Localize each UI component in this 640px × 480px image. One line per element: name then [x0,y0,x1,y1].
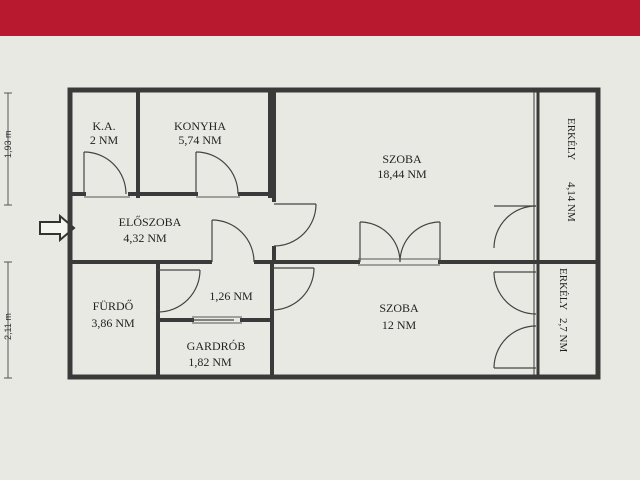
room-name-konyha: KONYHA [174,119,226,133]
dimension-lower-label: 2,11 m [3,313,13,340]
room-area-erkely-1: 4,14 NM [565,182,577,222]
room-area-furdo: 3,86 NM [91,316,135,330]
thresholds [84,196,440,324]
room-name-eloszoba: ELŐSZOBA [119,215,182,229]
room-area-szoba-2: 12 NM [382,318,417,332]
room-area-erkely-2: 2,7 NM [557,318,569,352]
doors [83,151,537,369]
floor-plan-paper [0,36,640,480]
dimension-upper-label: 1,93 m [3,130,13,158]
room-area-szoba-1: 18,44 NM [377,167,427,181]
room-name-furdo: FÜRDŐ [93,299,134,313]
walls [67,87,601,380]
room-area-gardrob: 1,82 NM [188,355,232,369]
room-area-hall: 1,26 NM [209,289,253,303]
room-area-konyha: 5,74 NM [178,133,222,147]
entrance-arrow-icon [39,213,76,243]
room-name-gardrob: GARDRÓB [187,339,246,353]
room-area-ka: 2 NM [90,133,119,147]
room-name-erkely-2: ERKÉLY [557,268,569,310]
room-labels: K.A. 2 NM KONYHA 5,74 NM SZOBA 18,44 NM … [90,118,577,369]
room-name-ka: K.A. [92,119,115,133]
room-name-erkely-1: ERKÉLY [565,118,577,160]
dimension-lines [4,92,12,379]
room-name-szoba-2: SZOBA [379,301,419,315]
room-name-szoba-1: SZOBA [382,152,422,166]
room-area-eloszoba: 4,32 NM [123,231,167,245]
